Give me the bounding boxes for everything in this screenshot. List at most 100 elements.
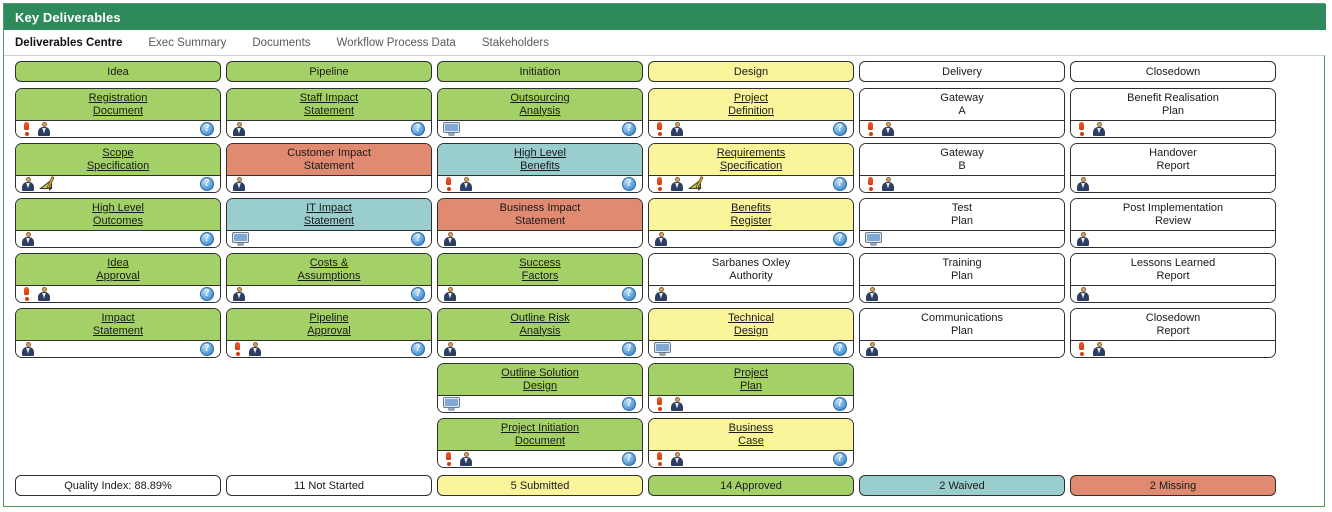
person-icon[interactable] [1076, 287, 1090, 301]
exclamation-icon[interactable] [654, 177, 665, 191]
help-icon[interactable]: ? [411, 122, 425, 136]
person-icon[interactable] [21, 177, 35, 191]
help-icon[interactable]: ? [622, 287, 636, 301]
help-icon[interactable]: ? [622, 342, 636, 356]
exclamation-icon[interactable] [654, 122, 665, 136]
person-icon[interactable] [881, 177, 895, 191]
person-icon[interactable] [443, 232, 457, 246]
person-icon[interactable] [248, 342, 262, 356]
person-icon[interactable] [459, 452, 473, 466]
tab-exec-summary[interactable]: Exec Summary [148, 36, 227, 49]
phase-header-delivery[interactable]: Delivery [859, 61, 1065, 82]
legend-pill-2-waived[interactable]: 2 Waived [859, 475, 1065, 496]
person-icon[interactable] [865, 287, 879, 301]
monitor-icon[interactable] [232, 232, 249, 246]
help-icon[interactable]: ? [200, 177, 214, 191]
help-icon[interactable]: ? [833, 232, 847, 246]
help-icon[interactable]: ? [833, 177, 847, 191]
help-icon[interactable]: ? [200, 287, 214, 301]
exclamation-icon[interactable] [654, 397, 665, 411]
person-icon[interactable] [654, 287, 668, 301]
exclamation-icon[interactable] [865, 177, 876, 191]
deliverable-title[interactable]: Costs &Assumptions [227, 254, 431, 285]
help-icon[interactable]: ? [833, 452, 847, 466]
person-icon[interactable] [1092, 342, 1106, 356]
help-icon[interactable]: ? [411, 342, 425, 356]
person-icon[interactable] [37, 287, 51, 301]
exclamation-icon[interactable] [1076, 122, 1087, 136]
tab-documents[interactable]: Documents [252, 36, 311, 49]
draft-icon[interactable] [688, 175, 708, 192]
phase-header-closedown[interactable]: Closedown [1070, 61, 1276, 82]
person-icon[interactable] [670, 397, 684, 411]
exclamation-icon[interactable] [865, 122, 876, 136]
exclamation-icon[interactable] [1076, 342, 1087, 356]
person-icon[interactable] [21, 342, 35, 356]
tab-workflow-process-data[interactable]: Workflow Process Data [336, 36, 456, 49]
phase-header-initiation[interactable]: Initiation [437, 61, 643, 82]
person-icon[interactable] [232, 177, 246, 191]
help-icon[interactable]: ? [200, 232, 214, 246]
monitor-icon[interactable] [443, 397, 460, 411]
legend-pill-11-not-started[interactable]: 11 Not Started [226, 475, 432, 496]
person-icon[interactable] [670, 122, 684, 136]
help-icon[interactable]: ? [622, 397, 636, 411]
person-icon[interactable] [865, 342, 879, 356]
person-icon[interactable] [1076, 177, 1090, 191]
help-icon[interactable]: ? [200, 342, 214, 356]
exclamation-icon[interactable] [21, 287, 32, 301]
help-icon[interactable]: ? [833, 122, 847, 136]
help-icon[interactable]: ? [411, 287, 425, 301]
deliverable-card-costs-assumptions[interactable]: Costs &Assumptions? [226, 253, 432, 303]
legend-pill-14-approved[interactable]: 14 Approved [648, 475, 854, 496]
help-icon[interactable]: ? [411, 232, 425, 246]
person-icon[interactable] [654, 232, 668, 246]
monitor-icon[interactable] [443, 122, 460, 136]
person-icon[interactable] [670, 177, 684, 191]
draft-icon[interactable] [39, 175, 59, 192]
exclamation-icon[interactable] [232, 342, 243, 356]
person-icon[interactable] [21, 232, 35, 246]
legend-pill-5-submitted[interactable]: 5 Submitted [437, 475, 643, 496]
